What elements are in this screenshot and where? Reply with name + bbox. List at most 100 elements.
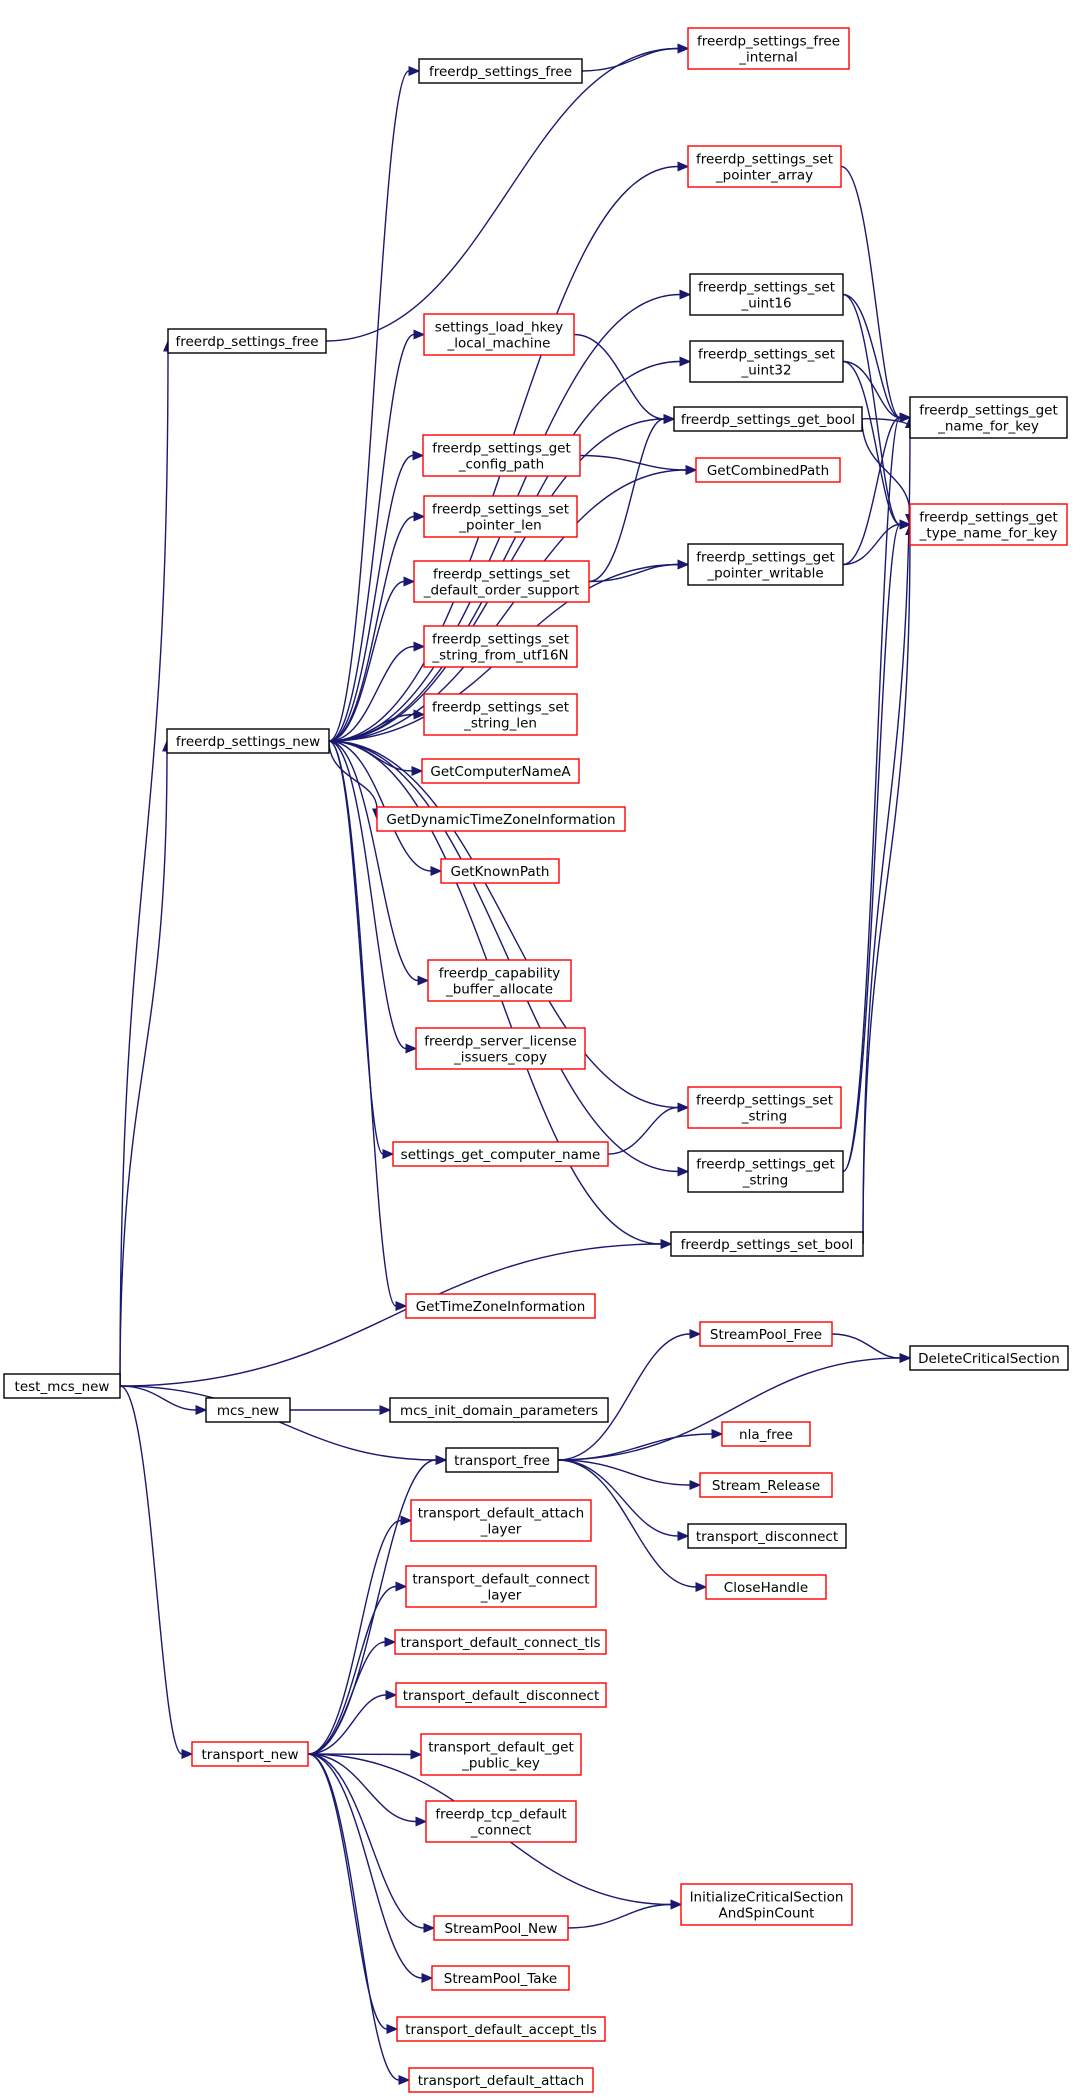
node-box [418,58,583,84]
node-box [431,1965,570,1991]
arrowhead [685,465,698,475]
node-box [670,1231,864,1257]
node-connect-tls[interactable]: transport_default_connect_tls [394,1629,607,1655]
node-label: AndSpinCount [719,1906,815,1922]
node-label: freerdp_server_license [424,1034,576,1050]
arrowhead [677,559,690,570]
edge-settings_new-to-set_pointer_len [328,511,426,742]
node-streampool-free[interactable]: StreamPool_Free [699,1321,833,1347]
edge-transport_new-to-tcp_default_connect [307,1753,428,1827]
node-transport-disconnect[interactable]: transport_disconnect [687,1523,847,1549]
node-get-pointer-writable[interactable]: freerdp_settings_get_pointer_writable [687,543,844,586]
node-set-string[interactable]: freerdp_settings_set_string [687,1086,842,1129]
node-default-attach[interactable]: transport_default_attach [408,2067,594,2093]
node-settings-free-mid[interactable]: freerdp_settings_free [418,58,583,84]
node-box [687,145,842,188]
node-set-string-from-utf16n[interactable]: freerdp_settings_set_string_from_utf16N [423,625,578,668]
edge-mcs_new-to-mcs_init_domain_parameters [290,1405,392,1415]
node-get-computer-name[interactable]: settings_get_computer_name [392,1141,609,1167]
node-get-combined-path[interactable]: GetCombinedPath [695,457,841,483]
edge-set_pointer_array-to-get_name_for_key [840,165,912,423]
edge-line [842,523,901,566]
node-streampool-take[interactable]: StreamPool_Take [431,1965,570,1991]
edge-settings_new-to-set_default_order_support [328,576,416,742]
node-nla-free[interactable]: nla_free [721,1421,811,1447]
node-set-uint16[interactable]: freerdp_settings_set_uint16 [689,273,844,316]
node-box [699,1321,833,1347]
edge-line [328,740,419,982]
node-label: _pointer_array [715,168,813,184]
node-tcp-default-connect[interactable]: freerdp_tcp_default_connect [425,1800,577,1843]
node-settings-free-top[interactable]: freerdp_settings_free [167,328,327,354]
node-set-pointer-len[interactable]: freerdp_settings_set_pointer_len [423,495,578,538]
arrowhead [395,1581,408,1592]
arrowhead [398,2075,411,2085]
node-box [421,758,580,784]
edge-line [842,360,901,526]
arrowhead [679,356,692,367]
node-label: _string_len [463,716,537,732]
node-settings-new[interactable]: freerdp_settings_new [166,728,330,754]
node-get-computer-name-a[interactable]: GetComputerNameA [421,758,580,784]
node-get-string[interactable]: freerdp_settings_get_string [687,1150,844,1193]
node-close-handle[interactable]: CloseHandle [705,1574,827,1600]
node-get-dynamic-tz[interactable]: GetDynamicTimeZoneInformation [376,806,626,832]
node-label: freerdp_settings_get_bool [681,412,855,428]
node-default-disconnect[interactable]: transport_default_disconnect [395,1682,607,1708]
node-server-license-issuers-copy[interactable]: freerdp_server_license_issuers_copy [415,1027,586,1070]
node-label: freerdp_settings_set [696,152,833,168]
edge-line [831,1333,901,1359]
node-capability-buffer-allocate[interactable]: freerdp_capability_buffer_allocate [427,959,572,1002]
arrowhead [677,1166,690,1177]
node-get-known-path[interactable]: GetKnownPath [440,858,560,884]
edge-line [119,750,168,1387]
edge-transport_free-to-stream_release [557,1459,702,1490]
arrowhead [677,1102,690,1113]
node-label: InitializeCriticalSection [690,1890,844,1906]
node-box [205,1397,291,1423]
node-test-mcs-new[interactable]: test_mcs_new [3,1373,121,1399]
node-transport-new[interactable]: transport_new [191,1741,309,1767]
arrowhead [411,766,424,776]
edge-settings_free_mid-to-settings_free_internal [581,43,690,72]
node-get-bool[interactable]: freerdp_settings_get_bool [673,406,863,432]
node-box [423,495,578,538]
node-set-string-len[interactable]: freerdp_settings_set_string_len [423,693,578,736]
node-get-public-key[interactable]: transport_default_get_public_key [420,1733,582,1776]
edge-line [307,1753,388,2030]
node-attach-layer[interactable]: transport_default_attach_layer [410,1499,592,1542]
node-label: freerdp_settings_get [432,441,571,457]
node-set-bool[interactable]: freerdp_settings_set_bool [670,1231,864,1257]
node-settings-free-internal[interactable]: freerdp_settings_free_internal [687,27,850,70]
edge-line [328,740,397,1307]
node-box [445,1447,559,1473]
node-get-config-path[interactable]: freerdp_settings_get_config_path [422,434,581,477]
node-get-tz[interactable]: GetTimeZoneInformation [405,1293,596,1319]
node-transport-free[interactable]: transport_free [445,1447,559,1473]
node-get-name-for-key[interactable]: freerdp_settings_get_name_for_key [909,396,1068,439]
node-load-hkey[interactable]: settings_load_hkey_local_machine [423,313,575,356]
arrowhead [677,161,690,172]
node-set-default-order-support[interactable]: freerdp_settings_set_default_order_suppo… [413,560,590,603]
node-stream-release[interactable]: Stream_Release [699,1472,833,1498]
edge-line [328,645,415,742]
node-accept-tls[interactable]: transport_default_accept_tls [396,2016,606,2042]
node-set-pointer-array[interactable]: freerdp_settings_set_pointer_array [687,145,842,188]
node-get-type-name-for-key[interactable]: freerdp_settings_get_type_name_for_key [909,503,1068,546]
node-label: DeleteCriticalSection [918,1351,1060,1367]
edge-settings_new-to-server_license_issuers_copy [328,740,418,1054]
node-label: Stream_Release [712,1478,820,1494]
edge-transport_free-to-streampool_free [557,1329,702,1461]
node-streampool-new[interactable]: StreamPool_New [433,1915,569,1941]
edge-line [557,1459,697,1588]
node-set-uint32[interactable]: freerdp_settings_set_uint32 [689,340,844,383]
edge-line [842,523,901,1173]
node-box [408,2067,594,2093]
node-label: GetComputerNameA [430,764,571,780]
arrowhead [417,975,430,986]
node-connect-layer[interactable]: transport_default_connect_layer [405,1565,597,1608]
node-mcs-init-domain-parameters[interactable]: mcs_init_domain_parameters [389,1397,609,1423]
node-delete-critical-section[interactable]: DeleteCriticalSection [909,1345,1069,1371]
node-mcs-new[interactable]: mcs_new [205,1397,291,1423]
